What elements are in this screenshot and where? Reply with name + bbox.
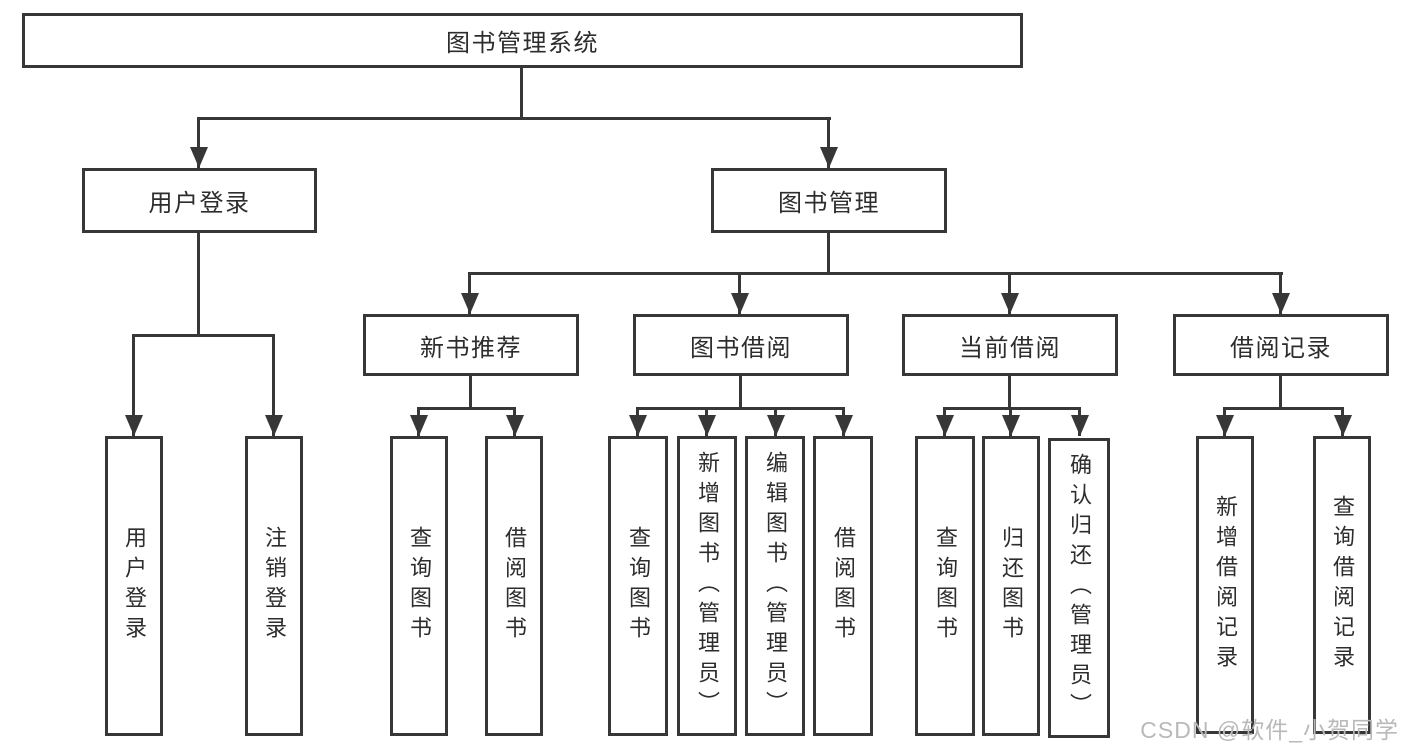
arrow-down-icon-query-books-1 [417, 407, 420, 436]
connector-borrow-records-stem [1279, 376, 1282, 408]
connector-user-login-stem [197, 233, 200, 336]
leaf-borrow-books-2-label: 借阅图书 [831, 526, 856, 646]
leaf-confirm-return-admin-label: 确认归还（管理员） [1067, 453, 1092, 723]
leaf-query-books-3: 查询图书 [915, 436, 975, 736]
arrow-down-icon-book-borrow [738, 272, 741, 314]
node-user-login: 用户登录 [82, 168, 317, 233]
arrow-down-icon-borrow-books-1 [513, 407, 516, 436]
arrow-down-icon-add-borrow-record [1223, 407, 1226, 436]
leaf-query-books-2: 查询图书 [608, 436, 668, 736]
leaf-edit-books-admin-label: 编辑图书（管理员） [763, 451, 788, 721]
leaf-add-borrow-record-label: 新增借阅记录 [1213, 495, 1238, 675]
leaf-query-books-1: 查询图书 [390, 436, 448, 736]
arrow-down-icon-new-book-recommend [468, 272, 471, 314]
connector-level1-hline [197, 117, 831, 120]
arrow-down-icon-add-books [705, 407, 708, 436]
leaf-query-borrow-record-label: 查询借阅记录 [1330, 495, 1355, 675]
node-new-book-recommend: 新书推荐 [363, 314, 579, 376]
leaf-borrow-books-1: 借阅图书 [485, 436, 543, 736]
leaf-confirm-return-admin: 确认归还（管理员） [1048, 438, 1110, 738]
arrow-down-icon-query-books-3 [943, 407, 946, 436]
arrow-down-icon-leaf-logout [272, 334, 275, 436]
node-new-book-recommend-label: 新书推荐 [420, 334, 522, 362]
node-book-management-label: 图书管理 [778, 190, 880, 217]
node-book-management: 图书管理 [711, 168, 947, 233]
leaf-return-books: 归还图书 [982, 436, 1040, 736]
leaf-add-books-admin: 新增图书（管理员） [677, 436, 737, 736]
leaf-user-login: 用户登录 [105, 436, 163, 736]
leaf-query-books-3-label: 查询图书 [933, 526, 958, 646]
connector-new-book-recommend-stem [469, 376, 472, 408]
leaf-user-login-label: 用户登录 [122, 526, 147, 646]
leaf-query-books-2-label: 查询图书 [626, 526, 651, 646]
arrow-down-icon-return-books [1009, 407, 1012, 436]
node-book-borrow: 图书借阅 [633, 314, 849, 376]
node-borrow-records-label: 借阅记录 [1230, 334, 1332, 362]
connector-root-stem [520, 68, 523, 118]
node-user-login-label: 用户登录 [148, 190, 251, 217]
node-borrow-records: 借阅记录 [1173, 314, 1389, 376]
node-root: 图书管理系统 [22, 13, 1023, 68]
arrow-down-icon-user-login [197, 117, 200, 168]
leaf-borrow-books-2: 借阅图书 [813, 436, 873, 736]
node-current-borrow: 当前借阅 [902, 314, 1118, 376]
arrow-down-icon-current-borrow [1008, 272, 1011, 314]
arrow-down-icon-query-borrow-record [1341, 407, 1344, 436]
leaf-logout-label: 注销登录 [262, 526, 287, 646]
leaf-return-books-label: 归还图书 [999, 526, 1024, 646]
connector-book-borrow-stem [739, 376, 742, 408]
connector-book-borrow-hline [636, 407, 845, 410]
leaf-query-books-1-label: 查询图书 [407, 526, 432, 646]
watermark: CSDN @软件_小贺同学 [1140, 717, 1399, 743]
connector-current-borrow-hline [943, 407, 1081, 410]
arrow-down-icon-edit-books [774, 407, 777, 436]
node-current-borrow-label: 当前借阅 [959, 334, 1061, 362]
connector-borrow-records-hline [1223, 407, 1344, 410]
leaf-edit-books-admin: 编辑图书（管理员） [745, 436, 805, 736]
arrow-down-icon-borrow-books-2 [842, 407, 845, 436]
arrow-down-icon-confirm-return [1078, 407, 1081, 436]
arrow-down-icon-leaf-user-login [132, 334, 135, 436]
leaf-add-borrow-record: 新增借阅记录 [1196, 436, 1254, 734]
connector-new-book-recommend-hline [417, 407, 516, 410]
leaf-add-books-admin-label: 新增图书（管理员） [695, 451, 720, 721]
leaf-query-borrow-record: 查询借阅记录 [1313, 436, 1371, 734]
arrow-down-icon-borrow-records [1279, 272, 1282, 314]
connector-level3-hline [468, 272, 1283, 275]
node-root-label: 图书管理系统 [446, 30, 599, 57]
leaf-logout: 注销登录 [245, 436, 303, 736]
connector-current-borrow-stem [1008, 376, 1011, 408]
leaf-borrow-books-1-label: 借阅图书 [502, 526, 527, 646]
node-book-borrow-label: 图书借阅 [690, 334, 792, 362]
connector-book-management-stem [827, 233, 830, 274]
arrow-down-icon-query-books-2 [636, 407, 639, 436]
connector-user-login-hline [132, 334, 275, 337]
arrow-down-icon-book-management [827, 117, 830, 168]
